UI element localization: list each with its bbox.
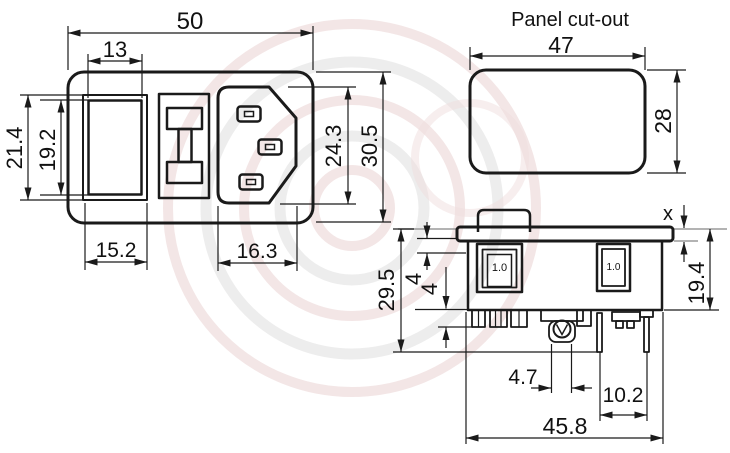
dim-cutout-height: 28 — [647, 69, 686, 174]
dim-cutout-width: 47 — [469, 32, 646, 70]
c14-pin-middle — [257, 138, 283, 156]
boss-rivet-notch — [555, 324, 569, 337]
dim-label-21.4: 21.4 — [2, 127, 27, 170]
c14-pin-top — [236, 105, 262, 123]
snap-clip-left: 1.0 — [475, 242, 524, 294]
dim-clip-step-upper: 4 — [401, 222, 466, 285]
boss-rivet — [552, 319, 572, 339]
dim-overall-height: 30.5 — [316, 71, 391, 223]
dim-socket-height: 24.3 — [280, 86, 356, 205]
solder-terminals-left — [471, 309, 528, 328]
dim-label-16.3: 16.3 — [237, 240, 278, 263]
top-boss — [476, 208, 532, 232]
pin-slot — [264, 143, 276, 151]
side-view: 1.0 1.0 — [398, 208, 727, 353]
dim-label-29.5: 29.5 — [374, 269, 399, 312]
dim-label-x: x — [663, 203, 673, 225]
dim-overall-depth: 29.5 — [374, 228, 598, 353]
dim-label-50: 50 — [177, 8, 204, 35]
terminal-pin — [596, 312, 603, 353]
terminal-pin — [643, 316, 650, 353]
clip-frame — [486, 253, 513, 288]
fuse-cap-bottom — [165, 160, 204, 185]
dim-label-30.5: 30.5 — [357, 125, 382, 168]
dim-switch-window-height: 19.2 — [35, 99, 88, 196]
watermark-circle — [274, 130, 430, 286]
pin-outline — [257, 138, 283, 156]
dim-label-4.7: 4.7 — [508, 366, 537, 389]
panel-cutout-view: Panel cut-out 47 28 — [468, 9, 686, 175]
dim-label-19.4: 19.4 — [684, 262, 709, 305]
dim-label-15.2: 15.2 — [96, 239, 137, 262]
switch-bezel — [82, 94, 148, 201]
snap-clip-right: 1.0 — [595, 242, 632, 293]
dim-label-24.3: 24.3 — [321, 125, 346, 168]
dim-socket-width: 16.3 — [217, 206, 298, 271]
dim-pin-spacing: 10.2 — [599, 352, 648, 421]
watermark-circle — [163, 19, 541, 397]
dim-label-47: 47 — [548, 32, 574, 58]
dim-switch-bezel-width: 15.2 — [84, 203, 148, 270]
dim-switch-bezel-height: 21.4 — [2, 94, 84, 201]
dim-label-10.2: 10.2 — [603, 384, 644, 407]
watermark-swirl — [163, 19, 541, 397]
dim-overall-width: 50 — [67, 8, 314, 70]
clip-thickness-label: 1.0 — [492, 262, 507, 274]
dim-center-boss-width: 4.7 — [508, 344, 592, 393]
dim-body-width: 45.8 — [465, 312, 664, 444]
watermark-circle — [239, 95, 465, 321]
switch-window — [87, 99, 143, 196]
fuse-holder — [157, 92, 211, 200]
dim-label-19.2: 19.2 — [35, 129, 60, 172]
terminal-tab — [576, 309, 592, 327]
c14-socket-outline — [216, 85, 298, 205]
clip-frame — [481, 248, 518, 289]
pc-terminals-right — [576, 309, 654, 353]
dim-switch-window-width: 13 — [87, 37, 143, 98]
watermark-circle — [309, 165, 395, 251]
pin-outline — [236, 105, 262, 123]
clip-frame — [601, 248, 626, 287]
module-outline — [66, 70, 315, 225]
pin-outline — [238, 173, 264, 191]
panel-cutout-outline — [468, 68, 647, 175]
dim-label-28: 28 — [650, 108, 676, 134]
terminal-foot — [615, 320, 624, 329]
dim-panel-thickness-x: x — [663, 203, 688, 262]
front-view — [66, 70, 315, 225]
pin-slot — [245, 178, 257, 186]
dim-clip-step-lower: 4 — [415, 267, 473, 348]
dim-depth-below-panel: 19.4 — [664, 229, 719, 311]
dim-label-4-lower: 4 — [417, 283, 442, 295]
center-snap-boss — [540, 309, 584, 343]
c14-pin-bottom — [238, 173, 264, 191]
panel-cutout-title: Panel cut-out — [511, 9, 629, 31]
dim-label-4-upper: 4 — [401, 273, 426, 285]
pin-slot — [243, 110, 255, 118]
dim-label-45.8: 45.8 — [543, 413, 588, 439]
clip-thickness-label: 1.0 — [607, 262, 621, 273]
terminal-bracket — [611, 311, 641, 322]
terminal-tab — [489, 309, 508, 328]
clip-frame — [475, 242, 524, 294]
dim-label-13: 13 — [103, 37, 127, 62]
terminal-foot — [626, 320, 635, 329]
clip-frame — [595, 242, 632, 293]
